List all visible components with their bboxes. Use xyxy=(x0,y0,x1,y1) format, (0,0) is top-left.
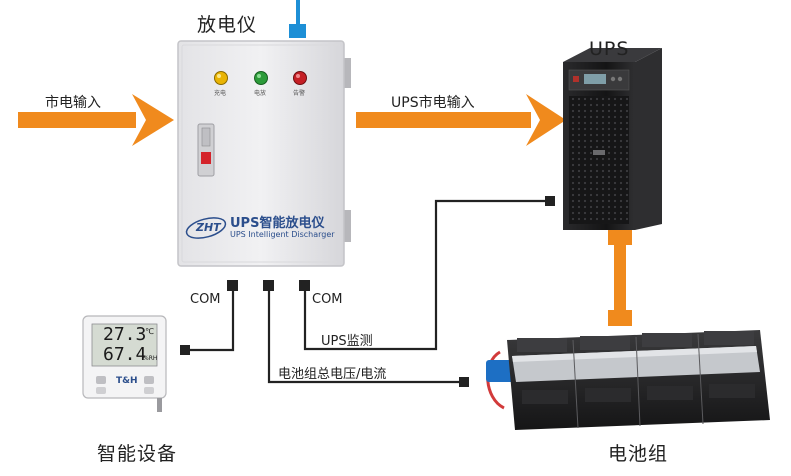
battery-title: 电池组 xyxy=(608,443,669,465)
ups-title: UPS xyxy=(589,38,630,60)
signal-lines xyxy=(185,199,549,384)
zht-logo xyxy=(185,217,227,239)
sensor-humid-unit: %RH xyxy=(143,355,158,362)
sensor-brand: T&H xyxy=(116,376,138,386)
com-right-label: COM xyxy=(312,292,343,307)
sensor-temp-unit: ℃ xyxy=(145,327,154,336)
sensor-title: 智能设备 xyxy=(97,443,178,465)
com-left-label: COM xyxy=(190,292,221,307)
ups-port xyxy=(545,196,555,206)
lamp-alarm-label: 告警 xyxy=(293,90,306,97)
ups-monitor-label: UPS监测 xyxy=(321,334,373,349)
mains-input-label: 市电输入 xyxy=(45,95,101,111)
lamp-charge-label: 充电 xyxy=(214,90,227,97)
sensor-device xyxy=(82,315,167,412)
lamp-alarm xyxy=(293,71,307,85)
com-left-line xyxy=(185,286,235,352)
battery-end-port xyxy=(459,377,469,387)
discharger-cabinet xyxy=(177,40,351,267)
ups-monitor-line xyxy=(303,199,549,351)
lamp-discharge xyxy=(254,71,268,85)
mains-input-arrow xyxy=(18,94,174,146)
battery-voltage-current-label: 电池组总电压/电流 xyxy=(278,367,387,382)
ups-tower xyxy=(563,48,662,230)
com-left-port xyxy=(227,280,238,291)
sensor-humid-value: 67.4 xyxy=(103,344,147,365)
zht-logo-text: ZHT xyxy=(196,221,221,234)
top-connector xyxy=(289,0,306,38)
lamp-charge xyxy=(214,71,228,85)
ups-mains-input-arrow xyxy=(356,94,566,146)
battery-voltage-line xyxy=(267,286,463,384)
sensor-port xyxy=(180,345,190,355)
discharger-brand-en: UPS Intelligent Discharger xyxy=(230,230,335,239)
lamp-discharge-label: 电放 xyxy=(254,90,267,97)
ups-mains-input-label: UPS市电输入 xyxy=(391,95,475,111)
battery-port xyxy=(263,280,274,291)
ups-battery-link xyxy=(608,229,632,326)
discharger-title: 放电仪 xyxy=(197,14,258,36)
com-right-port xyxy=(299,280,310,291)
battery-pack xyxy=(486,330,770,430)
discharger-brand-cn: UPS智能放电仪 xyxy=(230,216,325,231)
sensor-temp-value: 27.3 xyxy=(103,324,147,345)
